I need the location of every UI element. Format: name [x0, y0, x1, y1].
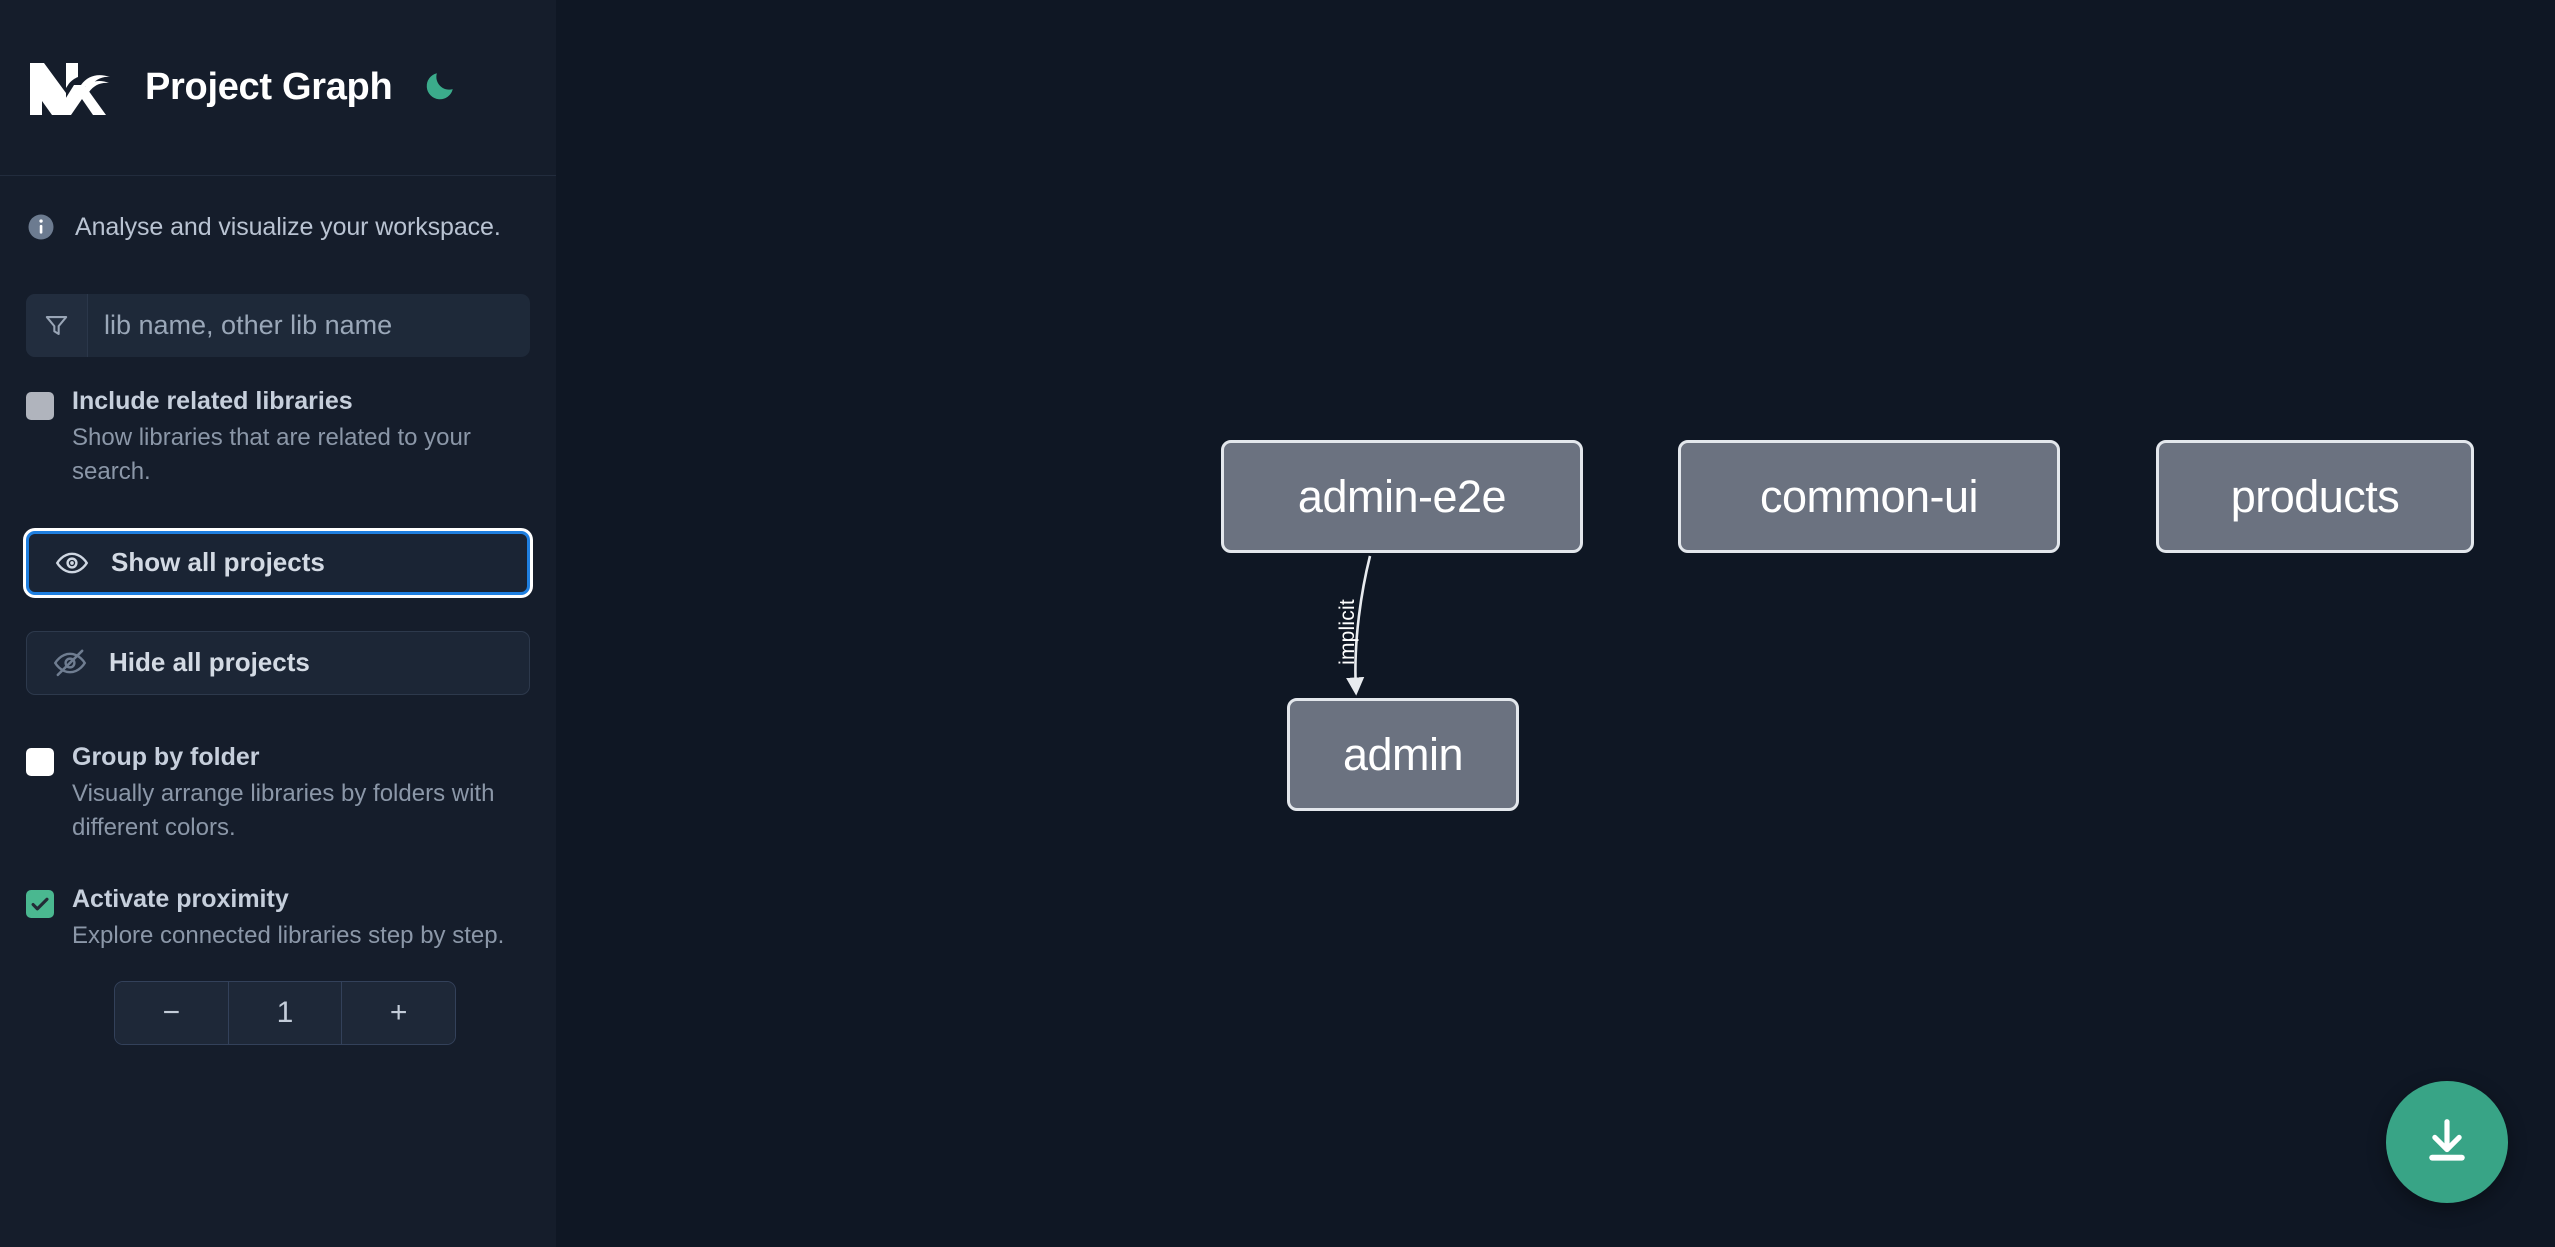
funnel-filter-icon: [26, 294, 88, 357]
option-group-by-folder[interactable]: Group by folder Visually arrange librari…: [0, 743, 556, 845]
hide-all-projects-label: Hide all projects: [109, 647, 310, 678]
show-all-projects-label: Show all projects: [111, 547, 325, 578]
activate-proximity-checkbox[interactable]: [26, 889, 54, 918]
nx-logo: [26, 57, 112, 119]
sidebar: Project Graph Analyse and visualize your…: [0, 0, 556, 1247]
graph-node-products[interactable]: products: [2156, 440, 2474, 553]
group-by-folder-checkbox[interactable]: [26, 747, 54, 776]
graph-node-admin[interactable]: admin: [1287, 698, 1519, 811]
download-graph-button[interactable]: [2386, 1081, 2508, 1203]
option-include-related-libraries[interactable]: Include related libraries Show libraries…: [0, 387, 556, 489]
option-description: Explore connected libraries step by step…: [72, 921, 505, 949]
workspace-info-text: Analyse and visualize your workspace.: [75, 212, 501, 241]
graph-edges: [1346, 555, 1372, 696]
search-input[interactable]: [88, 294, 530, 357]
option-title: Activate proximity: [72, 884, 289, 913]
page-title: Project Graph: [145, 66, 393, 108]
option-activate-proximity[interactable]: Activate proximity Explore connected lib…: [0, 885, 556, 953]
include-related-libraries-checkbox[interactable]: [26, 392, 54, 420]
filter-bar: [26, 294, 530, 357]
graph-canvas[interactable]: implicit implicit admin-e2e common-ui pr…: [556, 0, 2555, 1247]
info-circle-icon: [26, 212, 56, 242]
visibility-button-group: Show all projects Hide all projects: [26, 530, 530, 695]
graph-node-common-ui[interactable]: common-ui: [1678, 440, 2060, 553]
option-title: Group by folder: [72, 742, 260, 771]
proximity-increment-button[interactable]: +: [342, 981, 455, 1044]
eye-icon: [55, 546, 89, 580]
show-all-projects-button[interactable]: Show all projects: [26, 530, 530, 595]
hide-all-projects-button[interactable]: Hide all projects: [26, 630, 530, 695]
download-icon: [2420, 1114, 2474, 1171]
option-title: Include related libraries: [72, 387, 353, 415]
moon-icon: [423, 69, 457, 106]
eye-slash-icon: [53, 646, 87, 680]
proximity-value: 1: [227, 981, 343, 1044]
workspace-info: Analyse and visualize your workspace.: [0, 176, 556, 242]
theme-toggle-button[interactable]: [417, 65, 463, 111]
option-description: Visually arrange libraries by folders wi…: [72, 779, 495, 841]
sidebar-header: Project Graph: [0, 0, 556, 176]
option-description: Show libraries that are related to your …: [72, 423, 471, 485]
proximity-stepper: − 1 +: [114, 980, 456, 1045]
edge-label-admin-implicit: implicit: [1336, 599, 1359, 665]
graph-node-admin-e2e[interactable]: admin-e2e: [1221, 440, 1583, 553]
proximity-decrement-button[interactable]: −: [115, 981, 228, 1044]
